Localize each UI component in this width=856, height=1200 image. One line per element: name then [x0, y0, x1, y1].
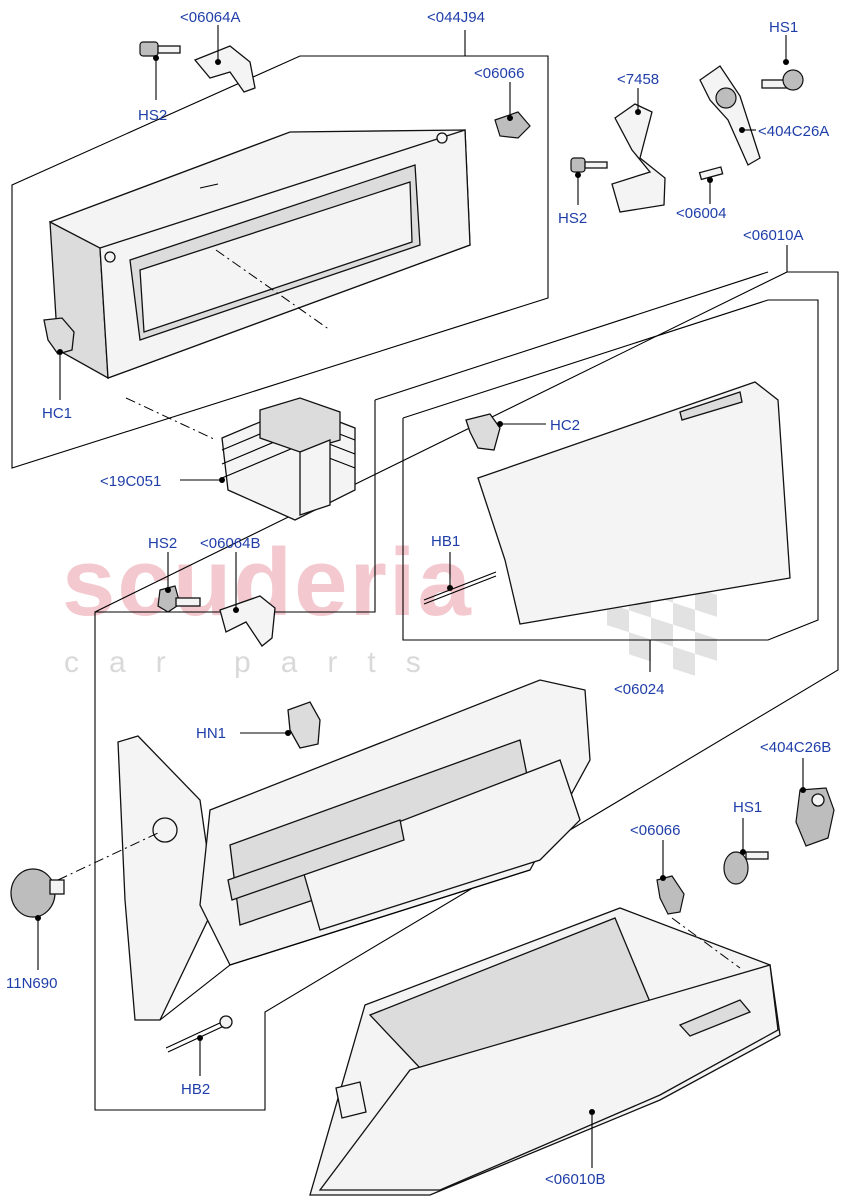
label-06010B: <06010B — [545, 1171, 605, 1188]
hinge-pin-lower — [165, 1015, 233, 1053]
part-labels: <06064A <044J94 HS1 HS2 <06066 <7458 <40… — [6, 9, 831, 1188]
label-HN1: HN1 — [196, 725, 226, 742]
frame-06024 — [402, 299, 819, 641]
leader-lines — [35, 25, 806, 1168]
label-HS1-low: HS1 — [733, 799, 762, 816]
label-06010A: <06010A — [743, 227, 803, 244]
assembly-lines — [57, 249, 741, 969]
label-HS1-top: HS1 — [769, 19, 798, 36]
fascia-frame — [117, 679, 591, 1021]
label-06004: <06004 — [676, 205, 726, 222]
label-19C051: <19C051 — [100, 473, 161, 490]
label-06064A: <06064A — [180, 9, 240, 26]
knob — [10, 868, 65, 918]
label-HC2: HC2 — [550, 417, 580, 434]
label-044J94: <044J94 — [427, 9, 485, 26]
upper-housing — [49, 129, 471, 380]
label-11N690: 11N690 — [6, 975, 57, 992]
watermark-sub: car parts — [64, 646, 451, 679]
label-404C26A: <404C26A — [758, 123, 829, 140]
label-06024: <06024 — [614, 681, 664, 698]
frame-link — [374, 271, 769, 401]
label-HC1: HC1 — [42, 405, 72, 422]
label-06066-top: <06066 — [474, 65, 524, 82]
label-06066-low: <06066 — [630, 822, 680, 839]
label-HS2-low: HS2 — [148, 535, 177, 552]
frame-06010A — [94, 245, 839, 1111]
glovebox-lid — [423, 381, 791, 625]
stacked-duct — [221, 397, 356, 521]
label-06064B: <06064B — [200, 535, 260, 552]
label-HB2: HB2 — [181, 1081, 210, 1098]
top-small-parts — [139, 41, 804, 213]
right-small-parts — [157, 585, 835, 915]
clips — [43, 317, 501, 749]
label-HS2-top: HS2 — [138, 107, 167, 124]
label-HS2-mid: HS2 — [558, 210, 587, 227]
label-7458: <7458 — [617, 71, 659, 88]
label-HB1: HB1 — [431, 533, 460, 550]
glovebox-bin — [309, 907, 781, 1196]
frame-inner-left — [95, 400, 376, 613]
label-404C26B: <404C26B — [760, 739, 831, 756]
